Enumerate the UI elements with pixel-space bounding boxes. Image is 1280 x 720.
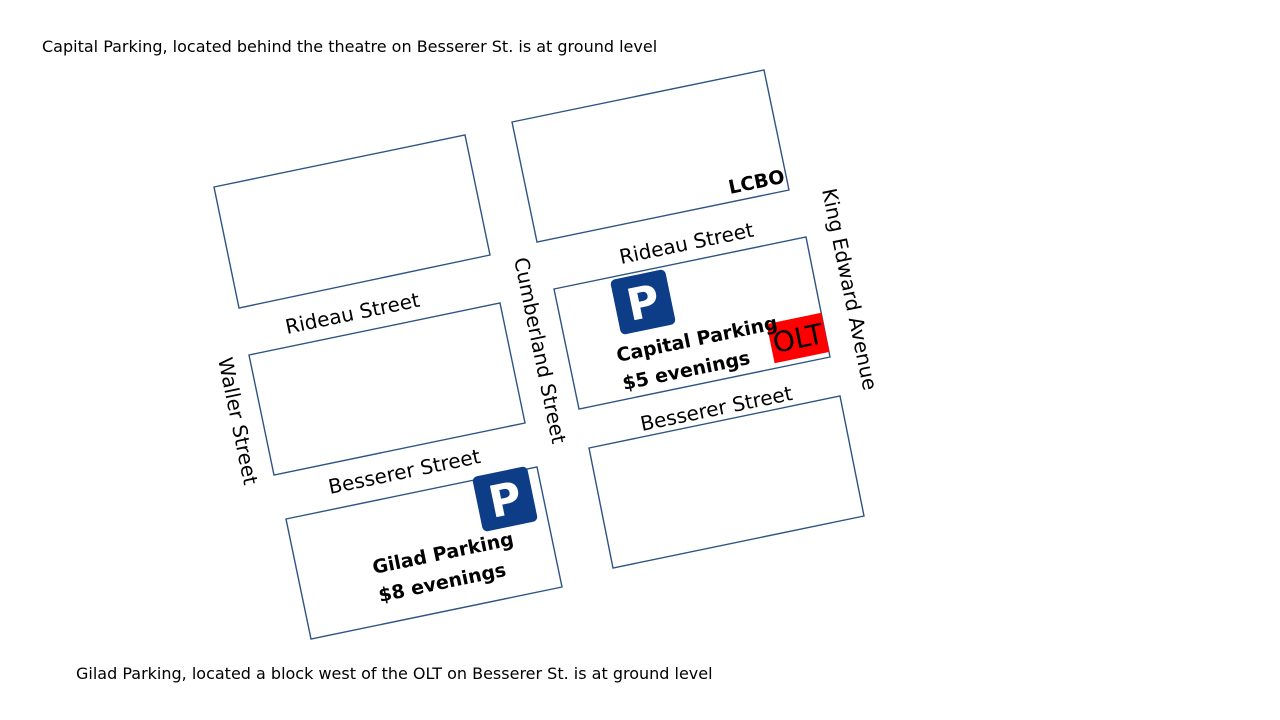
parking-sign-icon-capital: P [610,269,676,335]
caption-capital-parking: Capital Parking, located behind the thea… [42,37,658,56]
block-north-lcbo [511,69,790,243]
block-west [248,302,526,476]
caption-gilad-parking: Gilad Parking, located a block west of t… [76,664,713,683]
label-king-edward-avenue: King Edward Avenue [817,186,882,392]
parking-sign-icon-gilad: P [472,466,538,532]
block-northwest [213,134,491,309]
olt-theatre-marker: OLT [766,312,830,364]
block-southeast [588,395,865,569]
